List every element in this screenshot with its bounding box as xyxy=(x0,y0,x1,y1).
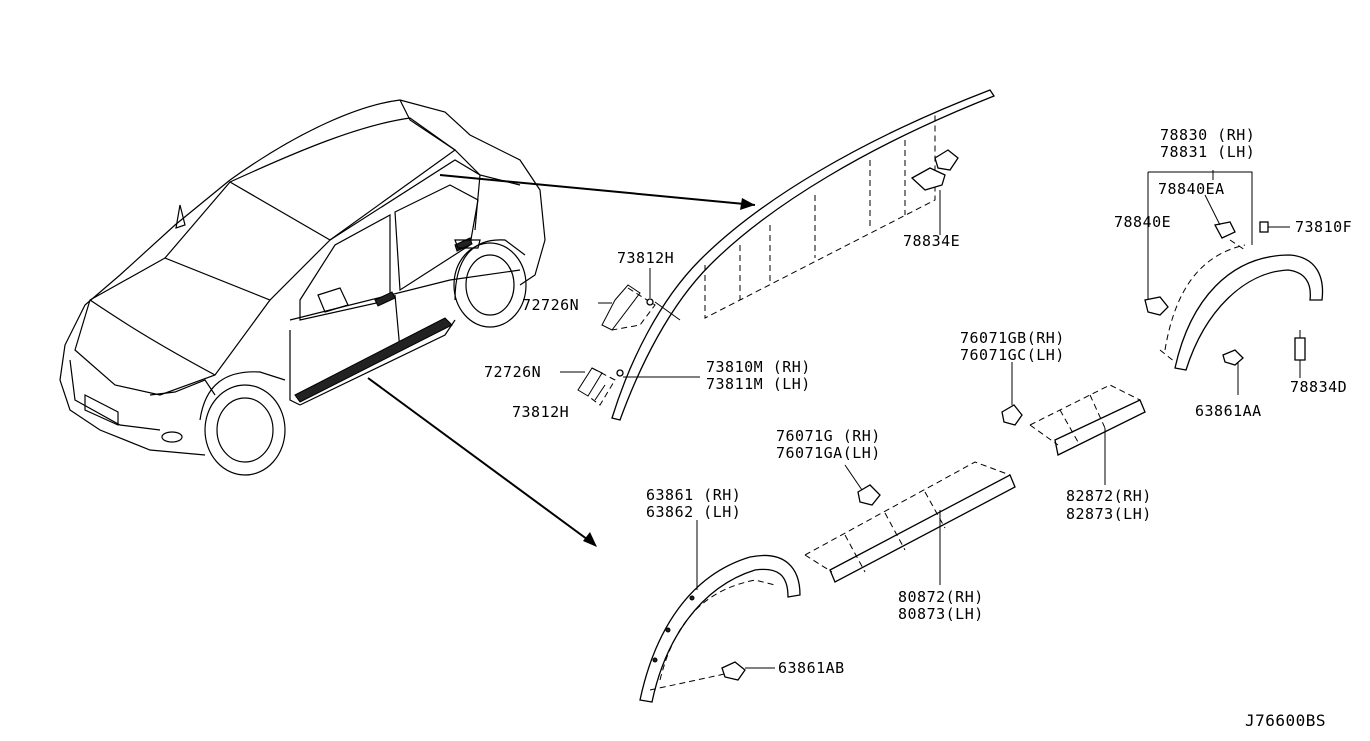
label-63861ab: 63861AB xyxy=(778,659,845,677)
pointer-arrows xyxy=(367,174,756,547)
label-76071ga: 76071GA(LH) xyxy=(776,444,881,462)
label-78840e: 78840E xyxy=(1114,213,1172,231)
label-80873: 80873(LH) xyxy=(898,605,984,623)
label-73811m: 73811M (LH) xyxy=(706,375,811,393)
label-82873: 82873(LH) xyxy=(1066,505,1152,523)
label-78834e: 78834E xyxy=(903,232,961,250)
label-63862: 63862 (LH) xyxy=(646,503,742,521)
label-76071gc: 76071GC(LH) xyxy=(960,346,1065,364)
label-63861: 63861 (RH) xyxy=(646,486,742,504)
label-73810m: 73810M (RH) xyxy=(706,358,811,376)
rear-door-moulding-assembly xyxy=(1001,362,1146,485)
label-80872: 80872(RH) xyxy=(898,588,984,606)
label-78834d: 78834D xyxy=(1290,378,1348,396)
vehicle-illustration xyxy=(59,99,546,476)
label-78831: 78831 (LH) xyxy=(1160,143,1256,161)
label-72726n-upper: 72726N xyxy=(522,296,580,314)
rear-wheel-arch-assembly xyxy=(1144,170,1324,395)
front-wheel-arch-assembly xyxy=(639,520,801,703)
front-door-moulding-assembly xyxy=(804,461,1016,585)
label-76071gb: 76071GB(RH) xyxy=(960,329,1065,347)
label-78830: 78830 (RH) xyxy=(1160,126,1256,144)
label-82872: 82872(RH) xyxy=(1066,487,1152,505)
label-78840ea: 78840EA xyxy=(1158,180,1225,198)
diagram-id: J76600BS xyxy=(1245,711,1327,730)
label-76071g: 76071G (RH) xyxy=(776,427,881,445)
label-73812h-upper: 73812H xyxy=(617,249,675,267)
label-73812h-lower: 73812H xyxy=(512,403,570,421)
label-72726n-lower: 72726N xyxy=(484,363,542,381)
roof-moulding-assembly xyxy=(560,89,995,421)
label-63861aa: 63861AA xyxy=(1195,402,1262,420)
label-73810f: 73810F xyxy=(1295,218,1353,236)
